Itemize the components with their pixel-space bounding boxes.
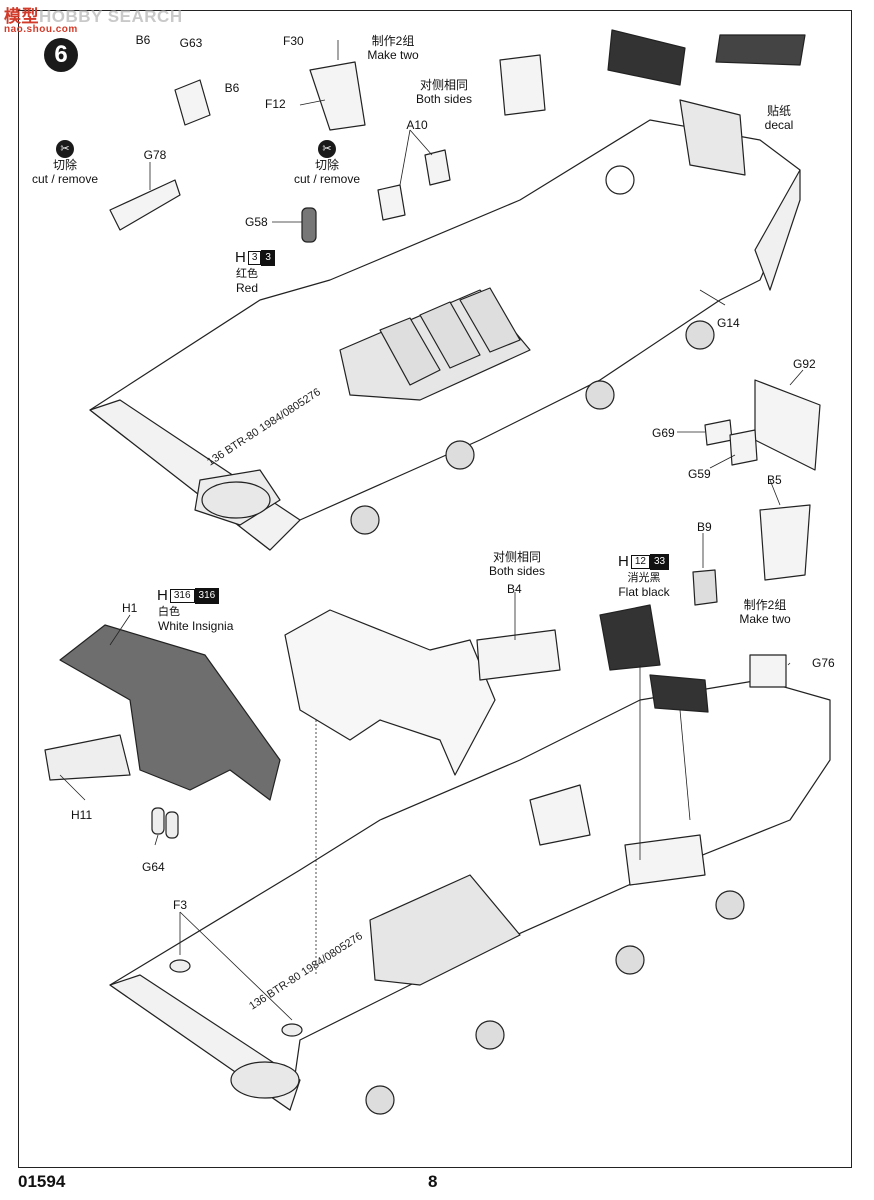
knife-icon: ✂ — [318, 140, 336, 158]
part-label-b9: B9 — [697, 520, 712, 534]
part-label-g92: G92 — [793, 357, 816, 371]
part-label-g78: G78 — [143, 148, 167, 162]
part-label-b4: B4 — [507, 582, 522, 596]
part-label-g59: G59 — [688, 467, 711, 481]
part-label-h11: H11 — [71, 808, 93, 822]
kit-code: 01594 — [18, 1172, 66, 1191]
part-label-h1: H1 — [122, 601, 138, 615]
page-frame — [18, 10, 852, 1168]
watermark: 模型HOBBY SEARCH nao.shou.com — [4, 7, 183, 35]
part-label-a10: A10 — [406, 118, 428, 132]
part-label-g64: G64 — [142, 860, 165, 874]
part-label-g14: G14 — [717, 316, 740, 330]
part-label-f30: F30 — [283, 34, 304, 48]
page-number: 8 — [428, 1172, 438, 1191]
part-label-g76: G76 — [812, 656, 835, 670]
part-label-f12: F12 — [265, 97, 286, 111]
knife-icon: ✂ — [56, 140, 74, 158]
part-label-g63: G63 — [179, 36, 203, 50]
part-label-f3: F3 — [173, 898, 188, 912]
step-number-badge: 6 — [44, 38, 78, 72]
part-label-b6-b: B6 — [224, 81, 240, 95]
part-label-b6-a: B6 — [135, 33, 151, 47]
part-label-b5: B5 — [767, 473, 782, 487]
part-label-g58: G58 — [245, 215, 268, 229]
part-label-g69: G69 — [652, 426, 675, 440]
